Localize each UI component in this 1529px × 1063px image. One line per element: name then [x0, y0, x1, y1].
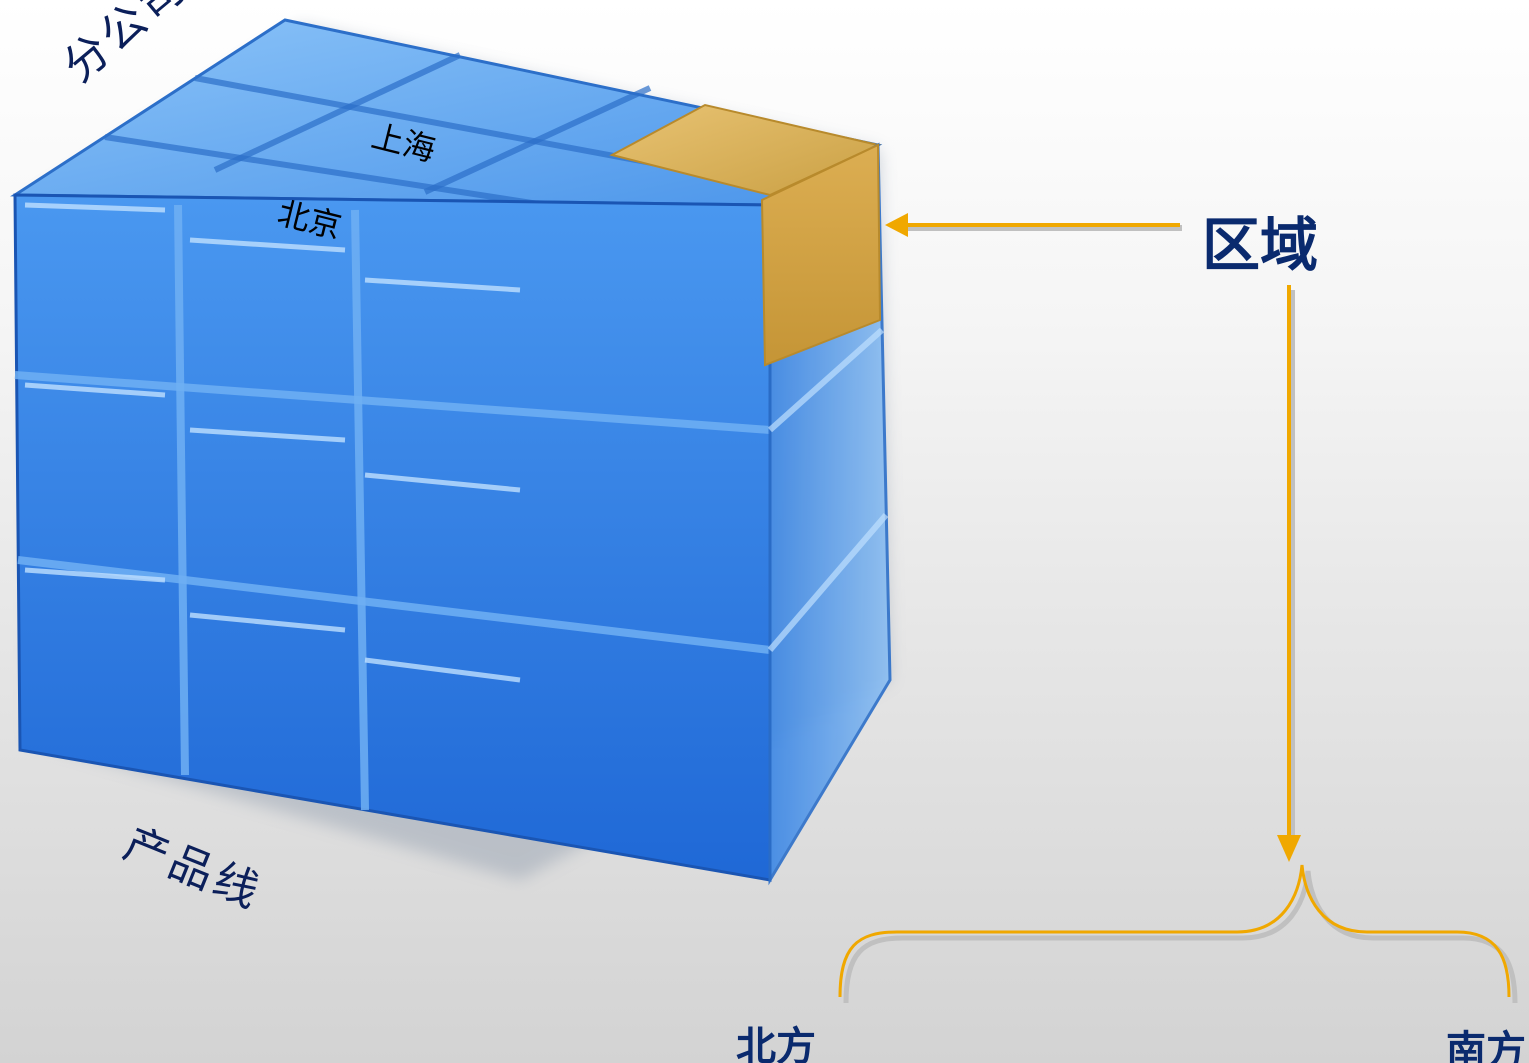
- cube-top-face: [10, 18, 883, 235]
- cube-front-face: [13, 193, 772, 882]
- south-label: 南方: [1446, 1028, 1526, 1063]
- region-brace: [838, 864, 1518, 1004]
- region-label: 区域: [1202, 211, 1319, 279]
- region-pointer-arrow: [885, 213, 1182, 237]
- cube-side-face: [760, 142, 892, 886]
- region-down-arrow: [1277, 285, 1301, 862]
- north-label: 北方: [736, 1024, 816, 1063]
